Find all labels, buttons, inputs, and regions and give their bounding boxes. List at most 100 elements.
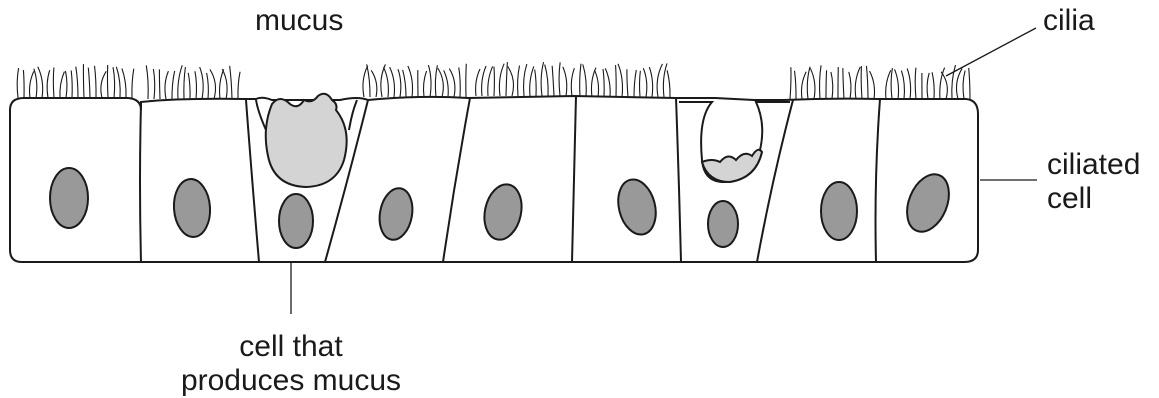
cilium bbox=[83, 64, 84, 98]
cilium bbox=[444, 70, 449, 97]
nucleus bbox=[708, 201, 738, 247]
cilium bbox=[605, 68, 610, 97]
cilium bbox=[583, 64, 587, 97]
cilium bbox=[535, 70, 536, 96]
cilium bbox=[101, 71, 106, 98]
cilium bbox=[459, 67, 460, 97]
cilium bbox=[195, 71, 197, 99]
cilium bbox=[932, 72, 934, 99]
cilium bbox=[71, 70, 72, 98]
cilium bbox=[790, 67, 791, 99]
cilium bbox=[17, 68, 18, 98]
cilium bbox=[178, 65, 182, 99]
cilium bbox=[886, 70, 891, 99]
cilium bbox=[88, 68, 90, 98]
mucus-droplet-left bbox=[266, 94, 347, 187]
cilium bbox=[435, 65, 437, 97]
nucleus bbox=[279, 194, 313, 248]
cilium bbox=[506, 62, 507, 96]
cilium bbox=[795, 71, 796, 99]
cilium bbox=[895, 69, 899, 99]
cilium bbox=[866, 66, 868, 99]
cilium bbox=[640, 71, 641, 97]
cilium bbox=[810, 68, 815, 99]
cilia-leader-line bbox=[946, 28, 1036, 76]
ciliated-cell-label-line-2: cell bbox=[1047, 182, 1140, 216]
cilium bbox=[499, 64, 504, 96]
cilium bbox=[508, 66, 514, 96]
ciliated-cell-label: ciliated cell bbox=[1047, 148, 1140, 216]
cilium bbox=[23, 70, 24, 98]
cilium bbox=[403, 70, 406, 97]
cilium bbox=[907, 68, 910, 99]
cilium bbox=[238, 72, 240, 99]
cilium bbox=[559, 62, 560, 96]
cilium bbox=[398, 69, 401, 97]
cilium bbox=[870, 71, 875, 99]
nucleus bbox=[821, 182, 857, 240]
cilium bbox=[807, 67, 810, 99]
cilium bbox=[915, 68, 916, 99]
cilium bbox=[891, 68, 892, 99]
cilium bbox=[969, 68, 970, 99]
cilium bbox=[428, 65, 431, 97]
cilium bbox=[47, 70, 50, 98]
cilium bbox=[76, 67, 78, 98]
cilium bbox=[901, 71, 904, 99]
cilium bbox=[107, 65, 108, 98]
cilium bbox=[172, 71, 175, 99]
cilium bbox=[843, 68, 844, 99]
cilium bbox=[831, 72, 833, 99]
cilia-tufts bbox=[17, 62, 970, 99]
cilium bbox=[184, 67, 186, 99]
cilium bbox=[552, 66, 554, 96]
cilium bbox=[634, 70, 636, 97]
cilium bbox=[957, 68, 963, 99]
cilium bbox=[482, 66, 486, 96]
cilium bbox=[200, 67, 204, 99]
cilium bbox=[390, 67, 395, 97]
cilium bbox=[207, 73, 209, 99]
cilium bbox=[849, 72, 851, 99]
cilium bbox=[408, 66, 413, 97]
cilia-tuft bbox=[476, 62, 575, 96]
cilium bbox=[371, 70, 377, 97]
cilium bbox=[801, 72, 806, 99]
cilium bbox=[146, 65, 148, 99]
cilium bbox=[927, 73, 929, 99]
cilium bbox=[488, 66, 493, 96]
cilium bbox=[530, 66, 534, 96]
cilium bbox=[476, 69, 480, 96]
cilium bbox=[616, 65, 617, 97]
cilia-tuft bbox=[146, 65, 240, 99]
cilium bbox=[580, 64, 581, 97]
mucus-cell-label-line-1: cell that bbox=[171, 330, 411, 364]
mucus-cell-label-line-2: produces mucus bbox=[171, 364, 411, 398]
cilium bbox=[667, 70, 670, 97]
cilium bbox=[545, 65, 548, 96]
cilium bbox=[222, 69, 227, 99]
cilium bbox=[159, 69, 160, 99]
cilium bbox=[603, 69, 604, 97]
cilium bbox=[627, 69, 628, 97]
cilium bbox=[952, 65, 956, 99]
cilium bbox=[820, 65, 822, 99]
cilium bbox=[563, 67, 567, 96]
cilium bbox=[188, 73, 190, 99]
cilium bbox=[230, 66, 232, 99]
cilium bbox=[38, 67, 43, 98]
cilium bbox=[618, 64, 622, 97]
cilium bbox=[60, 72, 64, 98]
cilium bbox=[595, 70, 599, 97]
cilium bbox=[438, 68, 444, 97]
cilium bbox=[524, 64, 527, 96]
mucus-label: mucus bbox=[255, 4, 343, 38]
cilium bbox=[826, 70, 827, 99]
cilium bbox=[65, 71, 67, 98]
cilia-label: cilia bbox=[1043, 4, 1095, 38]
cilium bbox=[541, 62, 543, 96]
cilium bbox=[963, 71, 965, 99]
cilium bbox=[367, 64, 370, 97]
cilium bbox=[153, 69, 154, 99]
